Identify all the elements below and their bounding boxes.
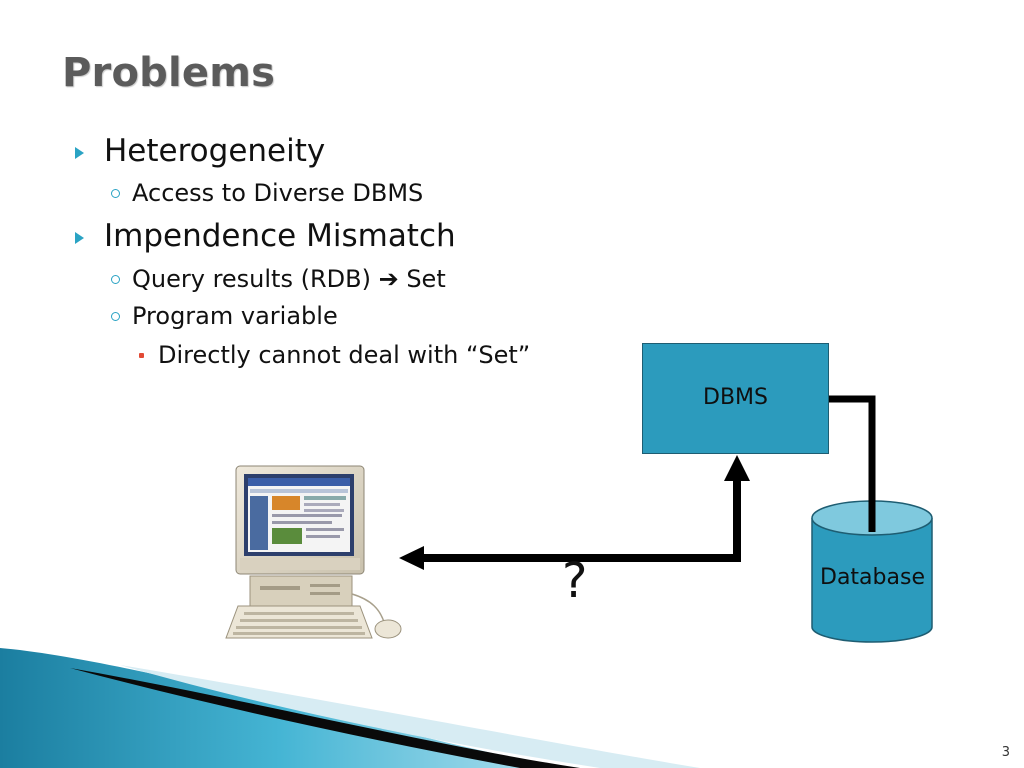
dbms-label: DBMS: [703, 385, 768, 410]
database-label: Database: [820, 565, 925, 590]
page-number: 3: [1001, 745, 1010, 760]
square-bullet-icon: [139, 353, 144, 358]
triangle-bullet-icon: [75, 147, 84, 159]
arrowhead-up-icon: [724, 455, 750, 481]
question-mark-label: ?: [562, 553, 588, 609]
circle-bullet-icon: [111, 312, 120, 321]
bullet-access-diverse-dbms: Access to Diverse DBMS: [132, 179, 424, 207]
background-swoosh: [0, 648, 700, 768]
arrowhead-left-icon: [399, 546, 424, 570]
bullet-heterogeneity: Heterogeneity: [104, 133, 326, 169]
triangle-bullet-icon: [75, 232, 84, 244]
slide-title: Problems: [62, 50, 276, 96]
bullet-cannot-deal-with-set: Directly cannot deal with “Set”: [158, 341, 531, 369]
circle-bullet-icon: [111, 189, 120, 198]
program-dbms-connector: [420, 478, 741, 562]
bullet-query-results: Query results (RDB) ➔ Set: [132, 265, 446, 293]
circle-bullet-icon: [111, 275, 120, 284]
computer-icon: [225, 465, 402, 639]
bullet-impendence-mismatch: Impendence Mismatch: [104, 218, 456, 254]
dbms-box: [642, 343, 829, 454]
bullet-program-variable: Program variable: [132, 302, 338, 330]
